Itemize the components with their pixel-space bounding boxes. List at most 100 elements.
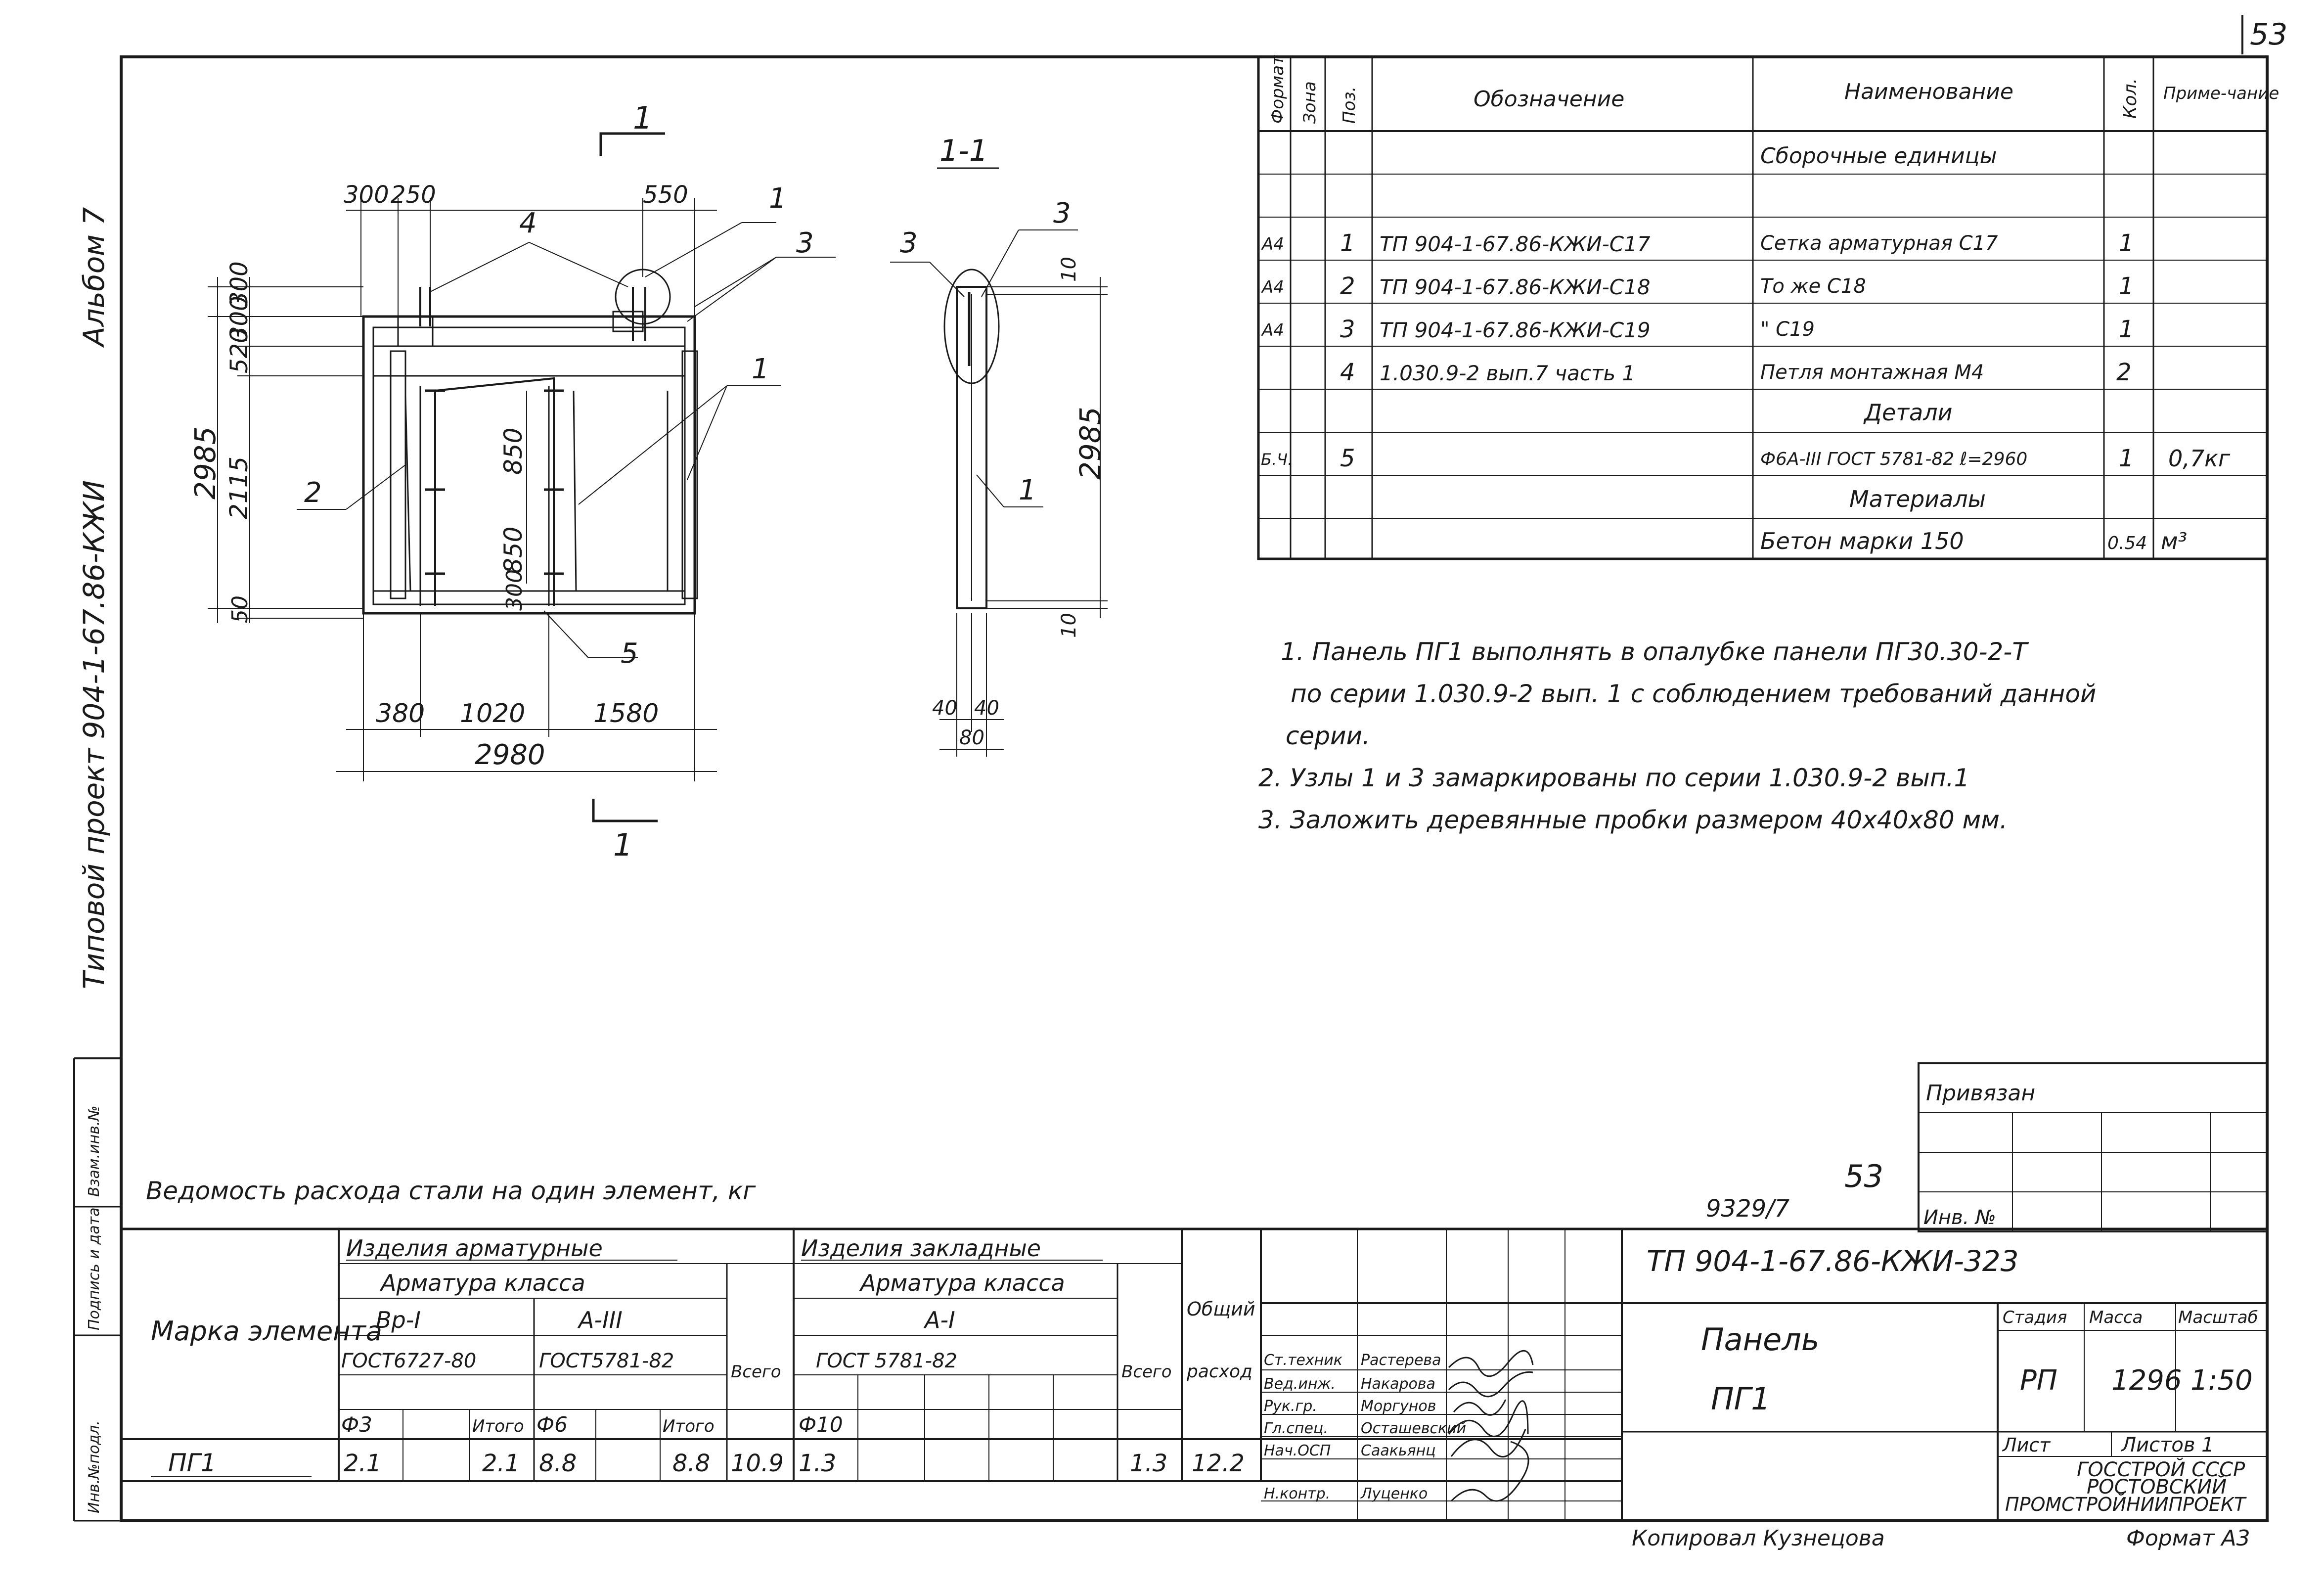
spec-row-qty: 0.54 [2107,533,2147,553]
drawing-frame [120,55,2269,1522]
section-dim-4: 40 [932,697,957,720]
steel-row-mark: ПГ1 [168,1449,216,1477]
list-label: Лист [2002,1434,2051,1456]
org-line-2: РОСТОВСКИЙ [2087,1475,2227,1498]
dim-bottom-overall: 2980 [475,739,545,771]
steel-row-v2: 2.1 [482,1450,520,1477]
spec-row-qty: 1 [2119,272,2134,300]
steel-row-v6: 1.3 [799,1450,836,1477]
plan-callout-1: 1 [769,182,787,215]
spec-row-designation: ТП 904-1-67.86-КЖИ-С19 [1380,318,1651,342]
signature-role: Гл.спец. [1264,1420,1328,1437]
format-label: Формат А3 [2126,1526,2250,1551]
section-mark-top: 1 [633,100,652,136]
signature-role: Н.контр. [1264,1485,1330,1502]
drawing-code: ТП 904-1-67.86-КЖИ-323 [1647,1244,2019,1278]
note-line: 3. Заложить деревянные пробки размером 4… [1258,806,2008,834]
spec-row-pos: 2 [1340,272,1355,300]
steel-row-v3: 8.8 [539,1450,577,1477]
dim-left-overall: 2985 [188,426,222,499]
signature-scribble [1450,1429,1526,1458]
signature-name: Накарова [1361,1375,1435,1393]
listov-label: Листов 1 [2120,1434,2214,1456]
steel-row-v8: 12.2 [1192,1450,1245,1477]
dim-mid-2: 850 [499,527,528,574]
dim-left-1: 300 [225,261,253,307]
section-dim-5: 40 [974,697,999,720]
spec-header-name: Наименование [1844,79,2013,104]
signature-scribble [1448,1350,1534,1377]
element-name-1: Панель [1701,1321,1819,1358]
spec-row-note: м³ [2161,528,2187,554]
signature-role: Рук.гр. [1264,1398,1317,1415]
sheet-number: 53 [1844,1158,1883,1194]
plan-callout-5: 5 [621,637,638,670]
dim-left-5: 50 [227,595,253,623]
spec-table: Формат Зона Поз. Обозначение Наименовани… [1257,55,2279,560]
spec-row-format: Б.Ч. [1261,450,1293,469]
steel-gost-a: ГОСТ6727-80 [341,1350,476,1372]
section-title: 1-1 [939,134,988,168]
signature-scribble [1448,1400,1529,1438]
element-name-2: ПГ1 [1711,1381,1771,1417]
steel-overall-label-1: Общий [1187,1298,1255,1320]
spec-header-format: Формат [1268,55,1288,124]
plan-view: 1 1 300 250 550 300 520 300 2985 2115 50… [188,100,836,863]
steel-group-1-sub: Арматура класса [379,1270,585,1296]
steel-class-a: Вр-I [376,1307,421,1333]
margin-stamp-3: Инв.№подл. [86,1420,103,1513]
signature-scribble [1453,1399,1507,1416]
dim-mid-3: 300 [502,569,527,611]
notes: 1. Панель ПГ1 выполнять в опалубке панел… [1258,637,2096,834]
massa-label: Масса [2089,1308,2143,1327]
section-dim-6: 80 [959,726,984,749]
scale-value: 1:50 [2190,1364,2253,1397]
spec-row-name: Сетка арматурная С17 [1760,232,1998,255]
dim-bottom-1: 380 [376,699,425,728]
stadia-value: РП [2020,1364,2057,1397]
spec-row-name: " С19 [1760,318,1815,341]
steel-d6: Ф6 [536,1412,568,1437]
steel-gost-c: ГОСТ 5781-82 [816,1350,957,1372]
steel-row-v1: 2.1 [344,1450,381,1477]
scale-label: Масштаб [2178,1308,2258,1327]
inv-label: Инв. № [1923,1206,1996,1229]
dim-top-2: 250 [391,181,436,209]
dim-bottom-3: 1580 [593,699,659,728]
steel-itogo-2: Итого [663,1416,715,1436]
steel-itogo-1: Итого [472,1416,524,1436]
section-dim-1: 10 [1058,257,1080,282]
spec-row-pos: 3 [1340,316,1355,343]
spec-row-qty: 1 [2119,316,2134,343]
spec-row-name: Сборочные единицы [1760,143,1997,169]
plan-callout-1b: 1 [752,353,769,385]
spec-row-designation: 1.030.9-2 вып.7 часть 1 [1380,361,1635,385]
signature-role: Вед.инж. [1264,1375,1336,1393]
dim-left-4: 2115 [224,456,253,519]
signature-name: Саакьянц [1361,1442,1436,1459]
signature-scribble [1450,1441,1529,1502]
steel-total-label-2: Всего [1121,1362,1172,1382]
privyazan-label: Привязан [1926,1081,2035,1106]
dim-bottom-2: 1020 [460,699,525,728]
section-dim-2: 2985 [1073,407,1107,480]
spec-row-note: 0,7кг [2168,445,2231,472]
dim-mid-1: 850 [499,428,528,475]
spec-header-note: Приме-чание [2163,84,2279,103]
note-line: 2. Узлы 1 и 3 замаркированы по серии 1.0… [1258,764,1969,792]
dim-top-1: 300 [344,181,389,209]
org-line-3: ПРОМСТРОЙНИИПРОЕКТ [2005,1494,2247,1515]
spec-row-designation: ТП 904-1-67.86-КЖИ-С17 [1380,232,1651,256]
steel-class-b: А-III [577,1307,623,1333]
steel-group-2-sub: Арматура класса [859,1270,1065,1296]
copied-by: Копировал Кузнецова [1632,1526,1885,1551]
section-callout-3a: 3 [900,227,918,259]
steel-class-c: А-I [923,1307,955,1333]
spec-row-qty: 1 [2119,445,2134,472]
plan-callout-2: 2 [304,477,322,509]
spec-row-name: Детали [1863,399,1953,426]
massa-value: 1296 [2111,1364,2182,1397]
signature-name: Моргунов [1361,1398,1436,1415]
